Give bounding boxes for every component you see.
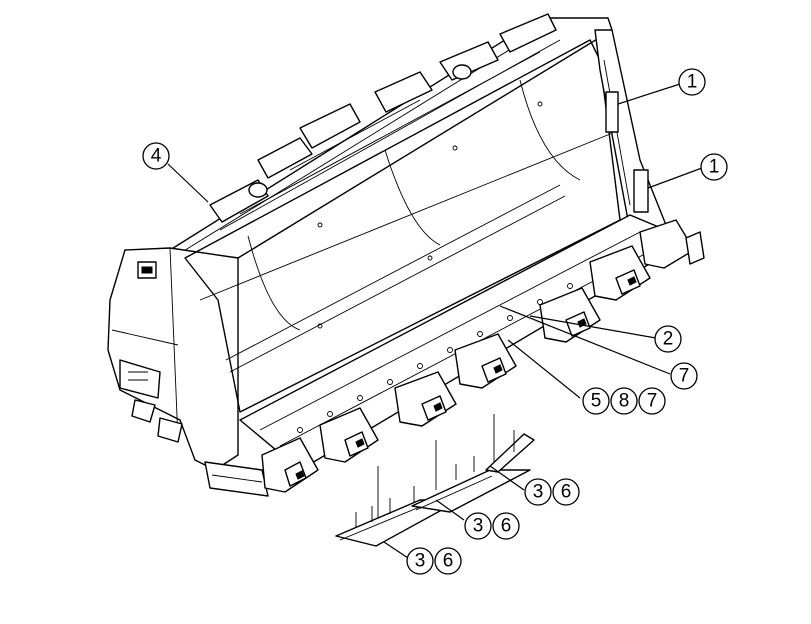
callout-group-5-8-7: 5 8 7 [582, 387, 666, 415]
callout-group-3-6-middle: 3 6 [464, 512, 520, 540]
callout-label: 3 [473, 516, 484, 537]
callout-label: 4 [151, 146, 162, 167]
callout-label: 1 [709, 157, 720, 178]
wear-plates [335, 414, 535, 547]
callout-label: 7 [679, 366, 690, 387]
leader-lines [167, 83, 703, 559]
callout-7: 7 [670, 362, 698, 390]
callout-label: 3 [533, 482, 544, 503]
callout-label: 8 [619, 391, 630, 412]
callout-label: 2 [663, 329, 674, 350]
callout-1-top: 1 [678, 68, 706, 96]
callout-label: 1 [687, 72, 698, 93]
callout-label: 3 [415, 551, 426, 572]
callout-label: 7 [647, 391, 658, 412]
callout-label: 6 [501, 516, 512, 537]
callout-group-3-6-right: 3 6 [524, 478, 580, 506]
callout-2: 2 [654, 325, 682, 353]
tooth-adapters [261, 219, 705, 493]
callout-1-middle: 1 [700, 153, 728, 181]
callout-label: 6 [561, 482, 572, 503]
callout-label: 6 [443, 551, 454, 572]
callout-label: 5 [591, 391, 602, 412]
callout-group-3-6-bottom: 3 6 [406, 547, 462, 575]
callouts: 1 1 4 2 7 5 8 7 3 6 [142, 68, 728, 575]
bucket-body [107, 13, 691, 497]
callout-4: 4 [142, 142, 170, 170]
